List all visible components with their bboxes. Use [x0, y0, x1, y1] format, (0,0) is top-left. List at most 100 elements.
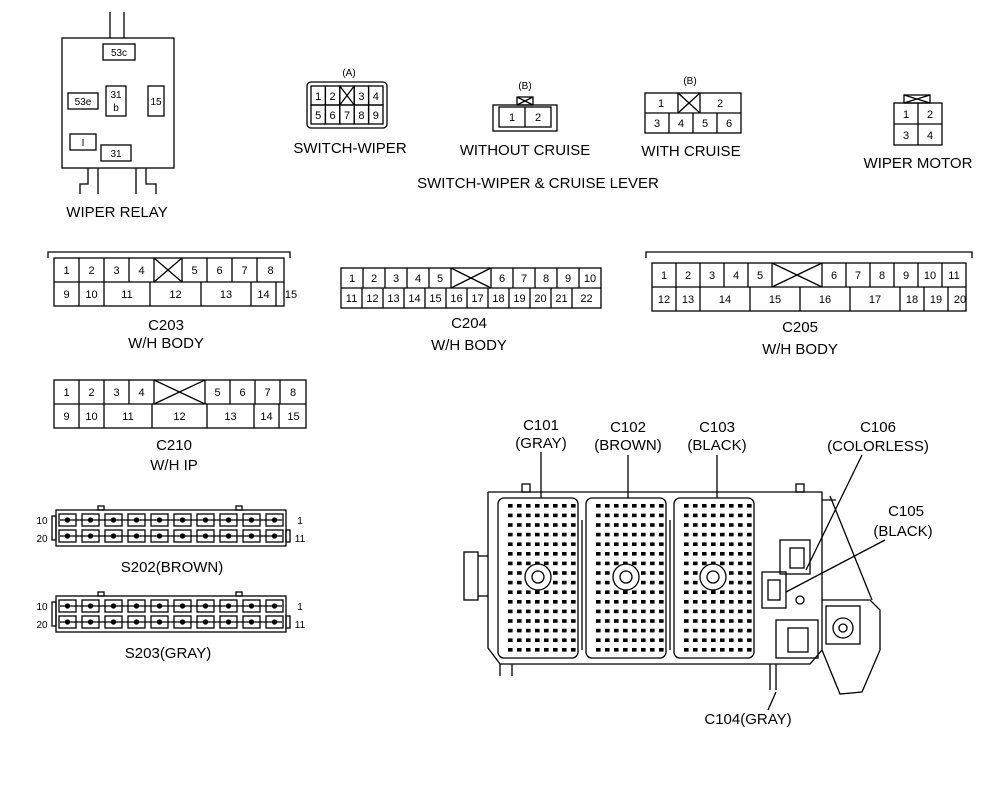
ecm-pin: [596, 638, 601, 642]
switch-wiper-pin-2: 2: [330, 91, 336, 103]
ecm-pin: [720, 628, 725, 633]
ecm-pin: [562, 542, 567, 546]
ecm-pin: [632, 504, 637, 508]
s203-left-bottom: 20: [36, 620, 48, 631]
ecm-pin: [702, 590, 707, 594]
ecm-pin: [562, 648, 567, 652]
ecm-pin: [632, 532, 637, 537]
ecm-pin: [702, 648, 707, 652]
ecm-pin: [747, 648, 752, 652]
relay-terminal-15: 15: [150, 97, 162, 108]
ecm-pin: [729, 504, 734, 508]
c210-pin-2: 2: [88, 387, 94, 399]
ecm-pin: [738, 532, 743, 537]
ecm-pin: [650, 504, 655, 508]
c205-pin-1: 1: [661, 270, 667, 282]
ecm-pin: [720, 590, 725, 594]
relay-terminal-31: 31: [110, 90, 122, 101]
c204-pin-20: 20: [534, 293, 546, 305]
c103-color: (BLACK): [687, 437, 746, 454]
ecm-pin: [720, 648, 725, 652]
ecm-pin: [693, 513, 698, 518]
ecm-pin: [596, 542, 601, 546]
ecm-pin: [720, 513, 725, 518]
ecm-pin: [553, 532, 558, 537]
ecm-pin: [659, 590, 664, 594]
ecm-pin: [738, 513, 743, 518]
ecm-pin: [562, 638, 567, 642]
ecm-pin: [508, 561, 513, 566]
ecm-pin: [702, 532, 707, 537]
ecm-pin: [553, 609, 558, 614]
c210-pin-10: 10: [85, 411, 97, 423]
c203-pin-9: 9: [63, 289, 69, 301]
ecm-pin: [641, 561, 646, 566]
ecm-pin: [517, 513, 522, 518]
ecm-pin: [747, 609, 752, 614]
ecm-pin: [553, 619, 558, 623]
ecm-pin: [747, 532, 752, 537]
c204-pin-19: 19: [513, 293, 525, 305]
ecm-pin: [605, 504, 610, 508]
relay-terminal-53e: 53e: [75, 97, 92, 108]
ecm-pin: [641, 590, 646, 594]
ecm-pin: [553, 523, 558, 527]
ecm-pin: [526, 504, 531, 508]
ecm-pin: [517, 571, 522, 575]
ecm-pin: [571, 523, 576, 527]
ecm-pin: [650, 580, 655, 585]
ecm-pin: [571, 600, 576, 604]
ecm-pin: [729, 571, 734, 575]
ecm-pin: [517, 619, 522, 623]
c204-pin-10: 10: [584, 273, 596, 285]
c203-pin-7: 7: [241, 265, 247, 277]
c210-sub: W/H IP: [150, 457, 198, 474]
ecm-pin: [508, 619, 513, 623]
ecm-pin: [571, 532, 576, 537]
s202-left-top: 10: [36, 516, 48, 527]
ecm-pin: [641, 532, 646, 537]
wiper-relay: 53c 53e 31 b 15 I 31 WIPER RELAY: [61, 12, 175, 221]
ecm-pin: [632, 638, 637, 642]
ecm-pin: [632, 542, 637, 546]
ecm-pin: [702, 542, 707, 546]
c210-pin-3: 3: [113, 387, 119, 399]
ecm-pin: [571, 590, 576, 594]
ecm-pin: [544, 513, 549, 518]
ecm-pin: [614, 504, 619, 508]
wiper-motor-pin-1: 1: [903, 109, 909, 121]
ecm-pin: [614, 561, 619, 566]
ecm-pin: [596, 532, 601, 537]
ecm-pin: [544, 619, 549, 623]
ecm-pin: [632, 513, 637, 518]
ecm-pin: [720, 523, 725, 527]
ecm-pin: [553, 513, 558, 518]
ecm-pin: [508, 590, 513, 594]
ecm-pin: [659, 648, 664, 652]
ecm-pin: [535, 523, 540, 527]
c205-pin-3: 3: [709, 270, 715, 282]
ecm-pin: [614, 600, 619, 604]
ecm-pin: [508, 532, 513, 537]
ecm-pin: [659, 523, 664, 527]
ecm-pin: [544, 542, 549, 546]
ecm-pin: [738, 600, 743, 604]
ecm-pin: [605, 571, 610, 575]
wiper-motor-connector: 1 2 3 4 WIPER MOTOR: [864, 94, 973, 172]
c102-color: (BROWN): [594, 437, 662, 454]
ecm-pin: [650, 600, 655, 604]
c205-pin-20: 20: [954, 294, 966, 306]
c204-pin-12: 12: [366, 293, 378, 305]
c205-pin-4: 4: [733, 270, 739, 282]
ecm-pin: [614, 628, 619, 633]
s203-right-bottom: 11: [295, 620, 306, 631]
ecm-pin: [614, 523, 619, 527]
ecm-pin: [614, 609, 619, 614]
ecm-pin: [747, 523, 752, 527]
wiper-relay-title: WIPER RELAY: [66, 204, 167, 221]
without-cruise-tag: (B): [518, 81, 531, 92]
ecm-pin: [623, 532, 628, 537]
